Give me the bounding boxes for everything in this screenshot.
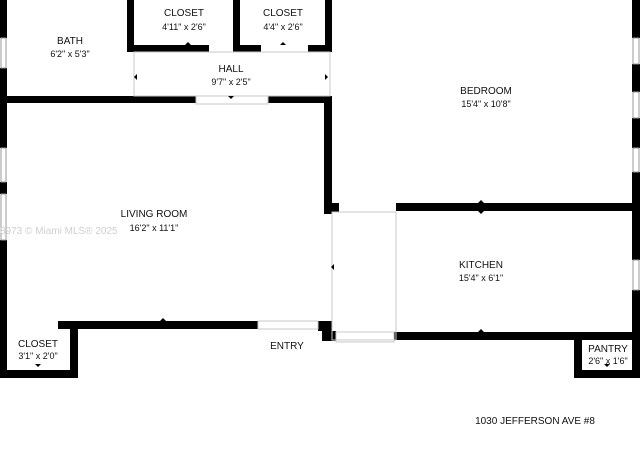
room-name: CLOSET <box>164 8 204 19</box>
room-name: HALL <box>218 64 243 75</box>
entry-label: ENTRY <box>270 341 304 352</box>
room-closet-right: CLOSET 4'4" x 2'6" <box>263 8 303 32</box>
room-bedroom: BEDROOM 15'4" x 10'8" <box>460 86 512 109</box>
room-living-room: LIVING ROOM 16'2" x 11'1" <box>121 209 188 233</box>
room-name: BEDROOM <box>460 86 512 97</box>
walls <box>0 0 640 378</box>
room-dimensions: 4'4" x 2'6" <box>263 22 302 32</box>
watermark: 8973 © Miami MLS® 2025 <box>0 226 118 237</box>
door-openings <box>133 51 397 343</box>
room-closet-left: CLOSET 4'11" x 2'6" <box>162 8 206 32</box>
room-name: BATH <box>57 36 83 47</box>
address-label: 1030 JEFFERSON AVE #8 <box>475 416 595 427</box>
dimension-ticks <box>35 42 610 367</box>
room-name: CLOSET <box>263 8 303 19</box>
room-bath: BATH 6'2" x 5'3" <box>50 36 89 59</box>
room-dimensions: 16'2" x 11'1" <box>130 223 179 233</box>
windows <box>0 37 640 291</box>
room-name: LIVING ROOM <box>121 209 188 220</box>
room-closet-bottom: CLOSET 3'1" x 2'0" <box>18 339 58 361</box>
room-dimensions: 6'2" x 5'3" <box>50 49 89 59</box>
room-hall: HALL 9'7" x 2'5" <box>211 64 250 87</box>
room-dimensions: 9'7" x 2'5" <box>211 77 250 87</box>
room-pantry: PANTRY 2'6" x 1'6" <box>588 344 628 366</box>
room-name: KITCHEN <box>459 260 503 271</box>
room-dimensions: 15'4" x 6'1" <box>459 273 503 283</box>
room-dimensions: 3'1" x 2'0" <box>18 351 57 361</box>
room-dimensions: 4'11" x 2'6" <box>162 22 206 32</box>
room-kitchen: KITCHEN 15'4" x 6'1" <box>459 260 503 283</box>
room-dimensions: 2'6" x 1'6" <box>588 356 627 366</box>
room-dimensions: 15'4" x 10'8" <box>461 99 510 109</box>
room-name: CLOSET <box>18 339 58 350</box>
room-name: PANTRY <box>588 344 628 355</box>
